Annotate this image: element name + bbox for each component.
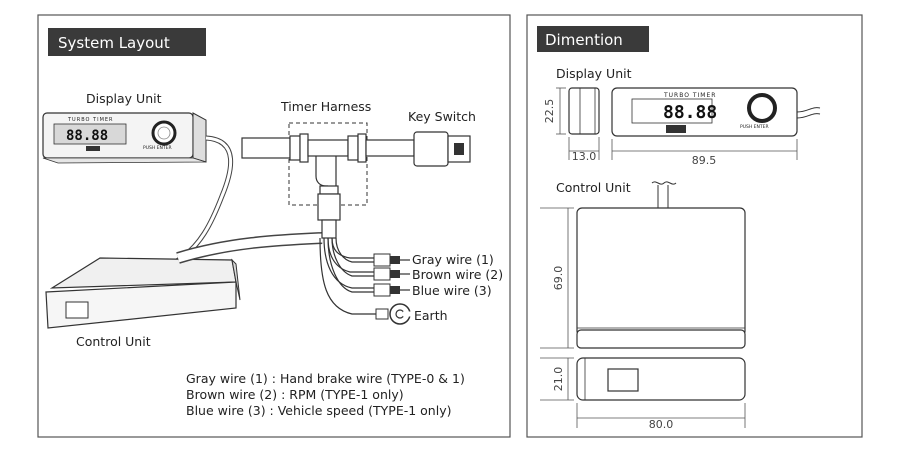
dim-hks-logo [666, 125, 686, 133]
display-front-view: TURBO TIMER 88.88 PUSH ENTER [611, 87, 821, 137]
note-gray-wire: Gray wire (1) : Hand brake wire (TYPE-0 … [186, 371, 465, 386]
dim-control-unit-label: Control Unit [556, 180, 631, 195]
display-dimension-lines [556, 87, 798, 160]
dimension-panel [526, 14, 863, 438]
brown-wire-connector [373, 267, 410, 281]
control-thickness-dim: 21.0 [552, 367, 565, 392]
control-top-view [576, 181, 746, 349]
display-unit-label: Display Unit [86, 91, 162, 106]
display-brand-text: TURBO TIMER [67, 117, 114, 123]
earth-label: Earth [414, 308, 448, 323]
gray-wire-connector [373, 253, 410, 267]
dim-lcd-readout: 88.88 [663, 102, 717, 123]
system-layout-panel [37, 14, 511, 438]
display-unit: TURBO TIMER 88.88 PUSH ENTER [42, 112, 207, 164]
blue-wire-label: Blue wire (3) [412, 283, 492, 298]
control-unit-label: Control Unit [76, 334, 151, 349]
system-layout-title-box [48, 28, 206, 56]
control-height-dim: 69.0 [552, 266, 565, 291]
control-side-view [576, 357, 746, 401]
control-dimension-lines [540, 207, 746, 428]
dim-push-enter-button [747, 93, 777, 123]
control-side-window [607, 368, 639, 392]
button-inner [157, 126, 171, 140]
wire-leads [319, 237, 376, 315]
system-layout-title: System Layout [58, 34, 170, 52]
gray-wire-label: Gray wire (1) [412, 252, 494, 267]
hks-logo [86, 146, 100, 151]
control-unit-window [65, 301, 89, 319]
timer-harness [241, 133, 415, 239]
note-blue-wire: Blue wire (3) : Vehicle speed (TYPE-1 on… [186, 403, 451, 418]
dim-display-unit-label: Display Unit [556, 66, 632, 81]
key-switch-label: Key Switch [408, 109, 476, 124]
display-cable-fill [174, 136, 232, 264]
main-harness-inner [176, 233, 323, 263]
note-brown-wire: Brown wire (2) : RPM (TYPE-1 only) [186, 387, 404, 402]
display-side-view [568, 87, 600, 135]
timer-harness-label: Timer Harness [280, 99, 371, 114]
lcd-readout: 88.88 [66, 128, 108, 144]
dim-lcd-screen [631, 98, 713, 124]
dimension-title-box [537, 26, 649, 52]
control-width-dim: 80.0 [649, 418, 674, 431]
dim-display-brand-text: TURBO TIMER [663, 92, 716, 99]
display-height-dim: 22.5 [543, 99, 556, 124]
dim-push-enter-label: PUSH ENTER [740, 124, 769, 130]
display-depth-dim: 13.0 [572, 150, 597, 163]
key-switch [413, 131, 471, 167]
earth-terminal [375, 303, 411, 325]
brown-wire-label: Brown wire (2) [412, 267, 503, 282]
push-enter-label: PUSH ENTER [143, 145, 172, 151]
dimension-title: Dimention [545, 31, 623, 49]
lcd-screen [53, 123, 127, 145]
control-unit [45, 257, 241, 329]
blue-wire-connector [373, 283, 410, 297]
display-width-dim: 89.5 [692, 154, 717, 167]
